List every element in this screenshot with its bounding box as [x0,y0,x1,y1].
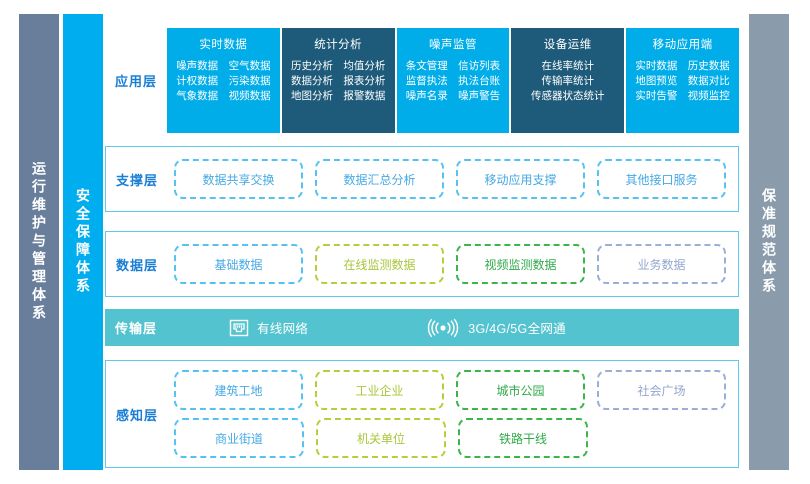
application-card[interactable]: 设备运维在线率统计传输率统计传感器状态统计 [511,28,625,133]
application-card-item[interactable]: 噪声数据 [176,60,219,72]
application-card-item[interactable]: 实时数据 [635,60,678,72]
application-card-items: 历史分析均值分析数据分析报表分析地图分析报警数据 [282,59,395,104]
application-card-item[interactable]: 气象数据 [176,90,219,102]
transmission-layer-label: 传输层 [114,321,157,336]
application-card-item[interactable]: 在线率统计 [541,60,595,72]
chip[interactable]: 社会广场 [597,370,726,410]
application-card-item[interactable]: 地图预览 [635,75,678,87]
wireless-signal-icon [426,318,460,337]
application-card-item[interactable]: 噪声警告 [458,90,501,102]
chip[interactable]: 城市公园 [456,370,585,410]
support-layer-chip-row: 数据共享交换数据汇总分析移动应用支撑其他接口服务 [168,159,738,199]
application-card-item[interactable]: 条文管理 [405,60,448,72]
ethernet-port-icon [229,318,249,338]
application-card-item[interactable]: 报警数据 [343,90,386,102]
application-card-item[interactable]: 视频数据 [228,90,271,102]
application-card-item[interactable]: 历史分析 [290,60,333,72]
application-card-item[interactable]: 地图分析 [290,90,333,102]
application-layer-label: 应用层 [114,74,157,89]
application-card-title: 移动应用端 [652,39,713,51]
application-card[interactable]: 噪声监管条文管理信访列表监督执法执法台账噪声名录噪声警告 [396,28,510,133]
application-card-title: 设备运维 [543,39,592,51]
sidebar-security-assurance-label: 安全保障体系 [75,188,91,296]
chip[interactable]: 数据共享交换 [174,159,303,199]
chip[interactable]: 机关单位 [316,418,446,458]
chip [600,418,726,458]
application-card-item[interactable]: 污染数据 [228,75,271,87]
data-layer-chip-row: 基础数据在线监测数据视频监测数据业务数据 [168,244,738,284]
application-card-item[interactable]: 视频监控 [687,90,730,102]
application-card-item[interactable]: 噪声名录 [405,90,448,102]
application-layer: 应用层 实时数据噪声数据空气数据计权数据污染数据气象数据视频数据统计分析历史分析… [105,28,739,133]
application-card-item[interactable]: 信访列表 [458,60,501,72]
chip[interactable]: 铁路干线 [458,418,588,458]
sidebar-standards-system: 保准规范体系 [749,14,789,470]
data-layer-body: 基础数据在线监测数据视频监测数据业务数据 [168,244,738,284]
transmission-item-wireless: 3G/4G/5G全网通 [426,318,566,337]
support-layer: 支撑层 数据共享交换数据汇总分析移动应用支撑其他接口服务 [105,146,739,212]
application-card-item[interactable]: 历史数据 [687,60,730,72]
chip[interactable]: 其他接口服务 [597,159,726,199]
sidebar-operation-maintenance-label: 运行维护与管理体系 [31,161,47,323]
application-card-items: 噪声数据空气数据计权数据污染数据气象数据视频数据 [167,59,280,104]
sidebar-operation-maintenance: 运行维护与管理体系 [19,14,59,470]
transmission-item-wired: 有线网络 [229,318,308,338]
application-layer-cards: 实时数据噪声数据空气数据计权数据污染数据气象数据视频数据统计分析历史分析均值分析… [167,28,739,133]
application-card-item[interactable]: 监督执法 [405,75,448,87]
sidebar-standards-system-label: 保准规范体系 [761,188,777,296]
application-card-item[interactable]: 传感器状态统计 [531,90,605,102]
application-card-title: 统计分析 [314,39,363,51]
chip[interactable]: 业务数据 [597,244,726,284]
chip[interactable]: 移动应用支撑 [456,159,585,199]
transmission-layer-body: 有线网络 3G/4G/5G全网通 [167,318,739,338]
chip[interactable]: 基础数据 [174,244,303,284]
transmission-layer: 传输层 有线网络 [105,309,739,346]
data-layer-label: 数据层 [115,257,158,273]
application-card[interactable]: 实时数据噪声数据空气数据计权数据污染数据气象数据视频数据 [167,28,280,133]
application-card[interactable]: 移动应用端实时数据历史数据地图预览数据对比实时告警视频监控 [626,28,739,133]
chip[interactable]: 数据汇总分析 [315,159,444,199]
support-layer-body: 数据共享交换数据汇总分析移动应用支撑其他接口服务 [168,159,738,199]
transmission-item-wired-label: 有线网络 [257,322,309,336]
application-card-item[interactable]: 数据对比 [687,75,730,87]
application-card-item[interactable]: 实时告警 [635,90,678,102]
application-card-items: 在线率统计传输率统计传感器状态统计 [511,59,624,104]
application-card-item[interactable]: 数据分析 [290,75,333,87]
application-card-title: 噪声监管 [428,39,477,51]
support-layer-label: 支撑层 [115,172,158,188]
chip[interactable]: 在线监测数据 [315,244,444,284]
application-card-item[interactable]: 计权数据 [176,75,219,87]
application-card-item[interactable]: 传输率统计 [541,75,595,87]
application-card-title: 实时数据 [199,39,248,51]
perception-layer-chip-row: 建筑工地工业企业城市公园社会广场 [168,370,738,410]
application-card[interactable]: 统计分析历史分析均值分析数据分析报表分析地图分析报警数据 [281,28,395,133]
sidebar-security-assurance: 安全保障体系 [63,14,103,470]
perception-layer-label: 感知层 [115,407,158,423]
data-layer: 数据层 基础数据在线监测数据视频监测数据业务数据 [105,231,739,297]
chip[interactable]: 商业街道 [174,418,304,458]
perception-layer-rows: 建筑工地工业企业城市公园社会广场商业街道机关单位铁路干线 [168,370,738,458]
chip[interactable]: 建筑工地 [174,370,303,410]
application-card-items: 实时数据历史数据地图预览数据对比实时告警视频监控 [626,59,739,104]
perception-layer-chip-row: 商业街道机关单位铁路干线 [168,418,738,458]
chip[interactable]: 工业企业 [315,370,444,410]
application-card-item[interactable]: 报表分析 [343,75,386,87]
application-card-item[interactable]: 执法台账 [458,75,501,87]
perception-layer-body: 建筑工地工业企业城市公园社会广场商业街道机关单位铁路干线 [168,370,738,458]
application-card-item[interactable]: 空气数据 [228,60,271,72]
application-card-items: 条文管理信访列表监督执法执法台账噪声名录噪声警告 [397,59,510,104]
perception-layer: 感知层 建筑工地工业企业城市公园社会广场商业街道机关单位铁路干线 [105,360,739,468]
transmission-item-wireless-label: 3G/4G/5G全网通 [468,322,566,336]
application-card-item[interactable]: 均值分析 [343,60,386,72]
chip[interactable]: 视频监测数据 [456,244,585,284]
